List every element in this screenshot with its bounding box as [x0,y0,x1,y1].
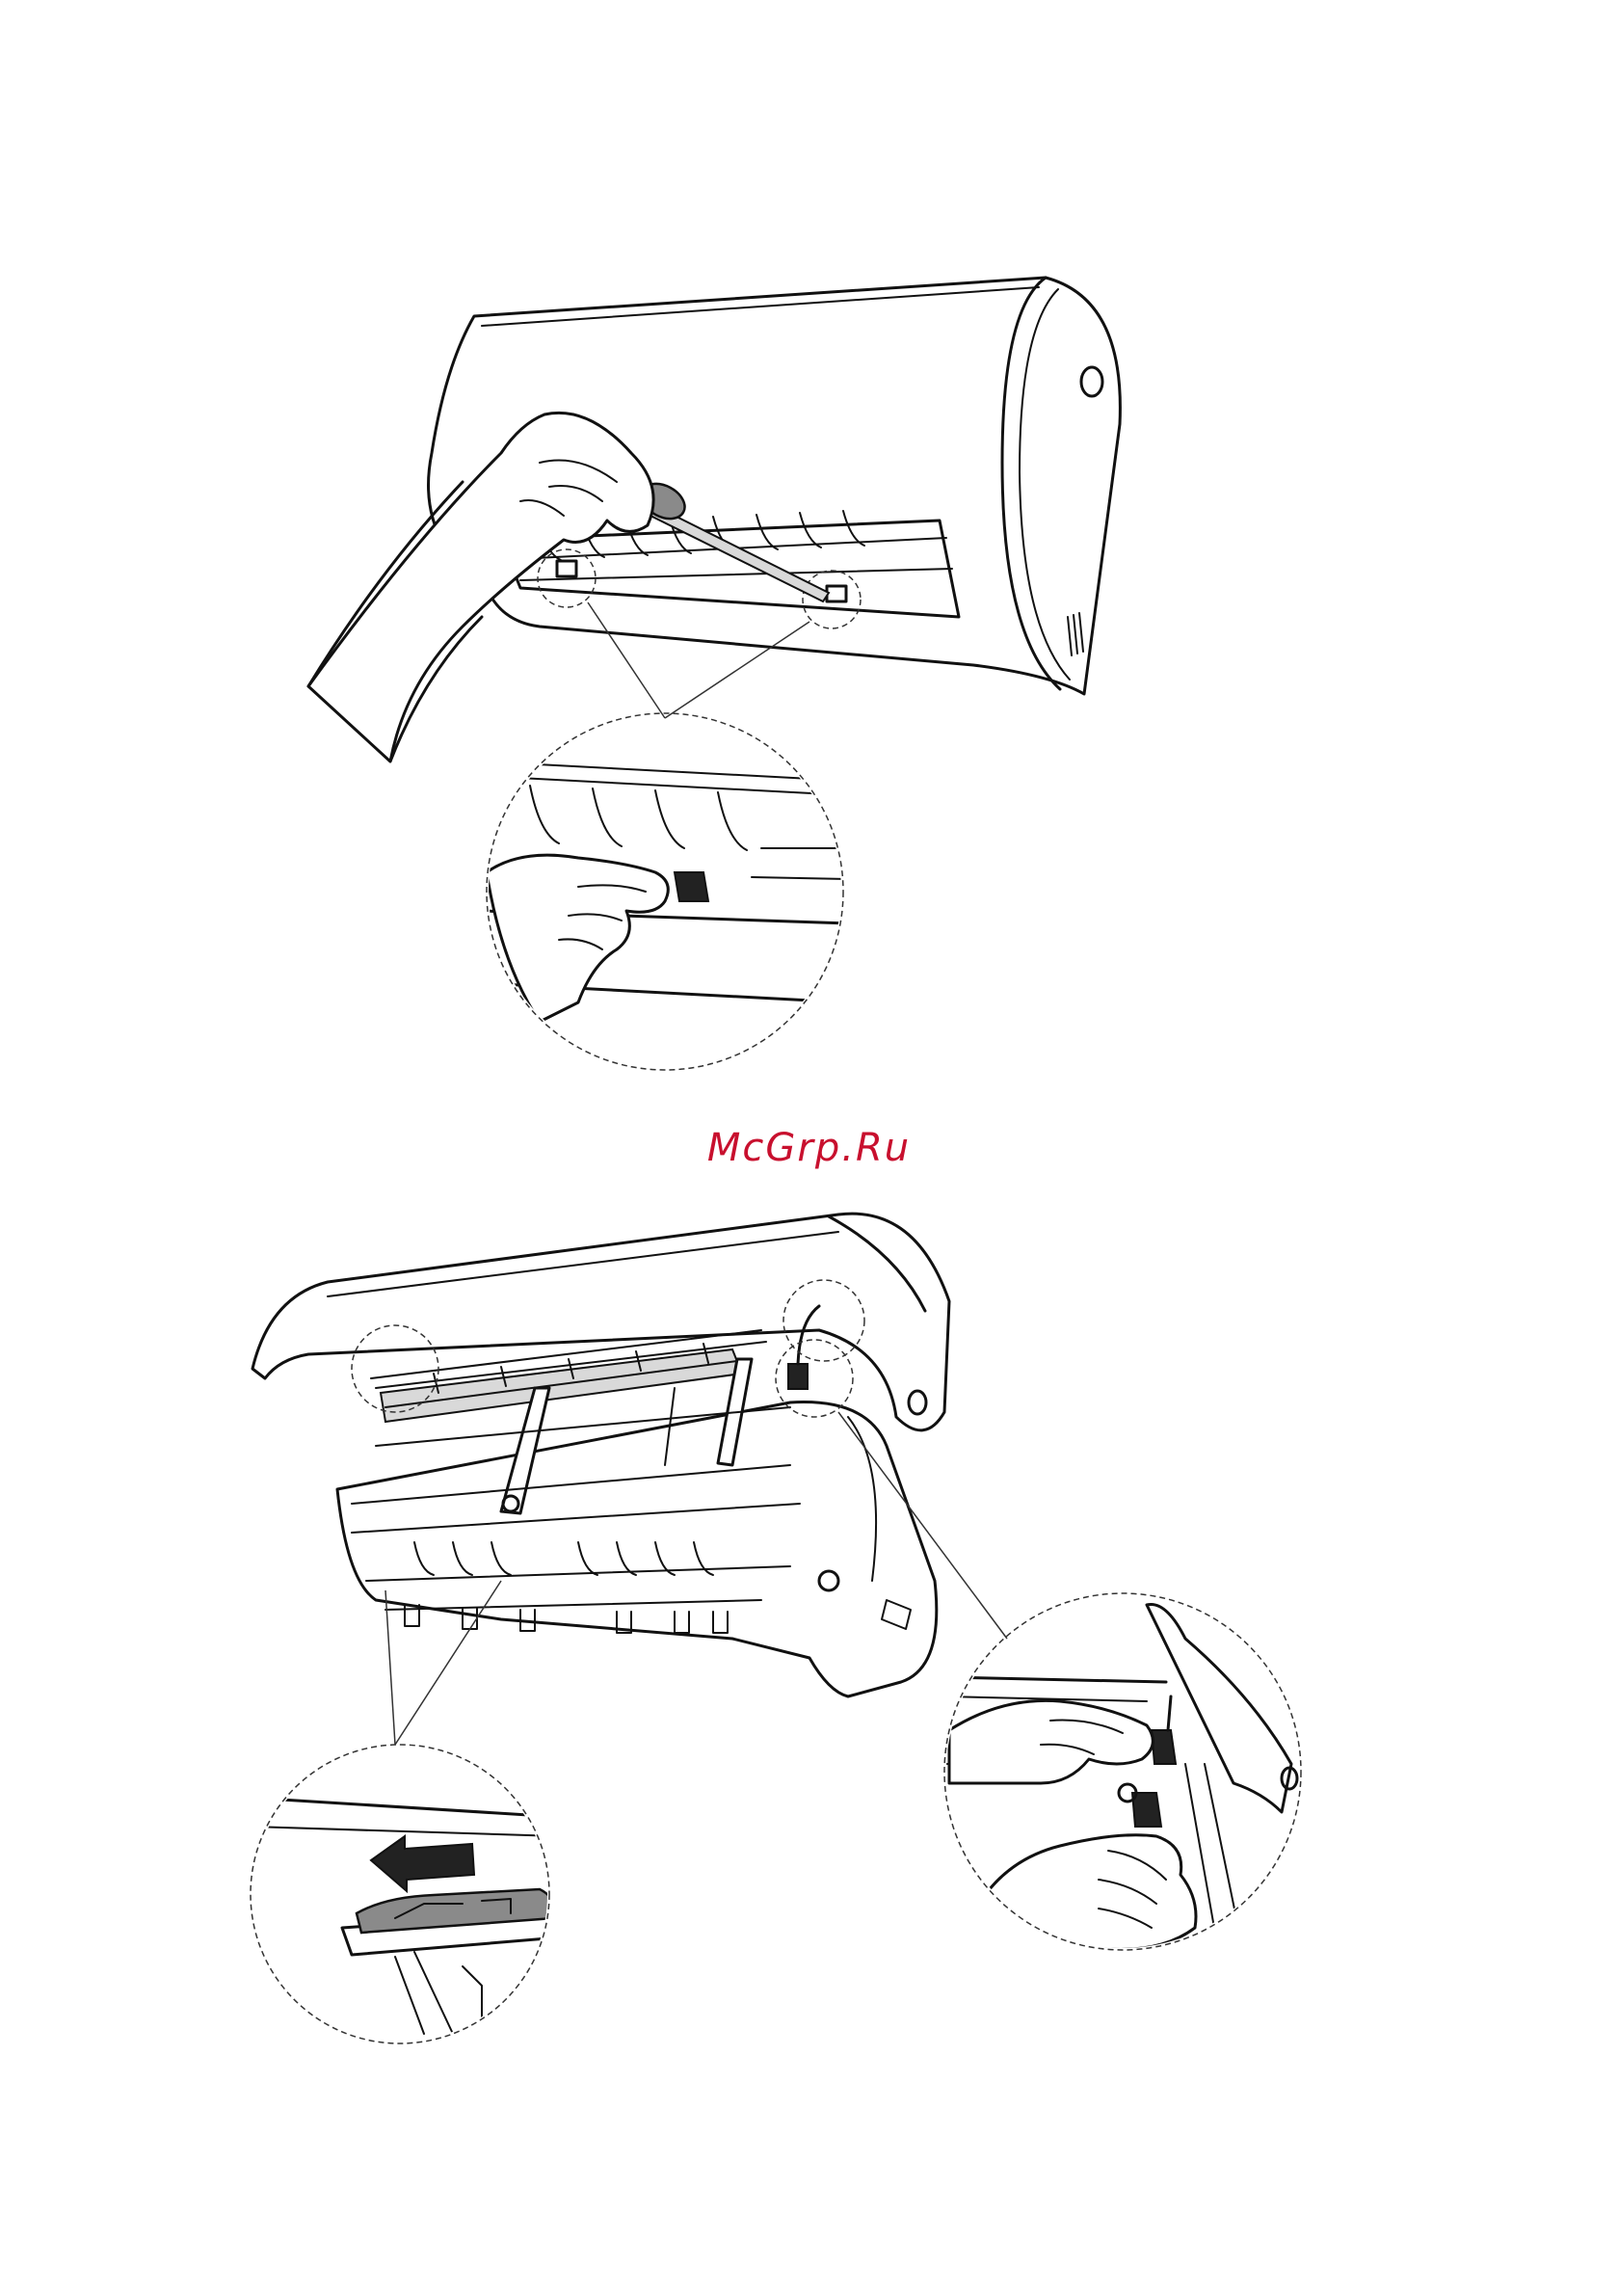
manual-page: McGrp.Ru [0,0,1618,2296]
filter-and-connector-illustration [0,0,1618,2296]
